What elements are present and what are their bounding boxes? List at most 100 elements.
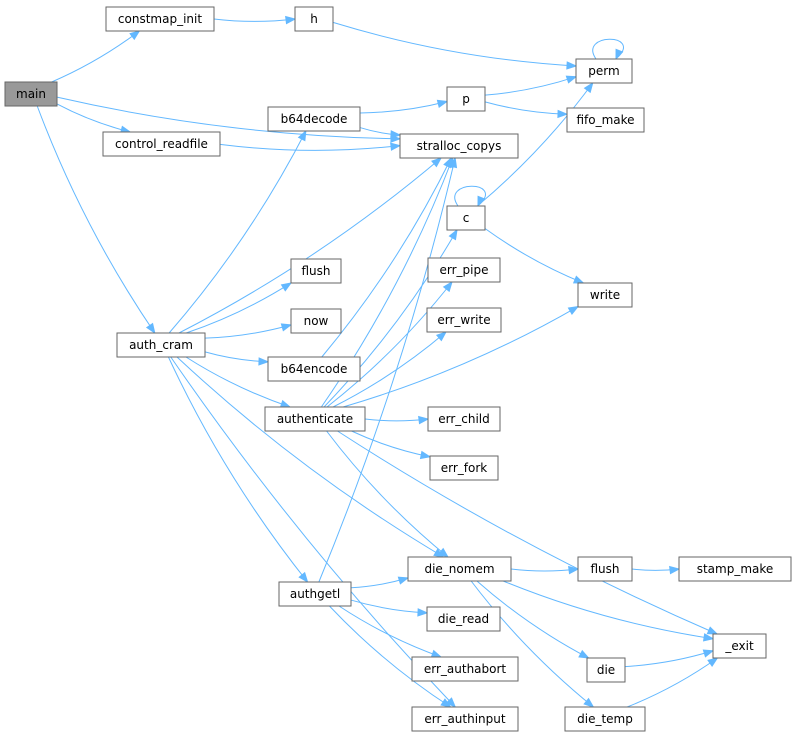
edge-main-to-constmap_init-arrowhead <box>129 30 141 41</box>
edge-b64decode-to-p-arrowhead <box>436 99 449 108</box>
node-box-err_fork[interactable] <box>429 455 499 481</box>
node-box-die_temp[interactable] <box>564 706 646 732</box>
edge-c-to-write-arrowhead <box>572 275 585 284</box>
node-box-auth_cram[interactable] <box>116 332 206 358</box>
edge-auth_cram-to-err_authinput-arrowhead <box>445 697 457 708</box>
node-box-fifo_make[interactable] <box>566 107 645 133</box>
node-box-err_child[interactable] <box>427 406 501 432</box>
node-constmap_init[interactable]: constmap_init <box>105 6 215 32</box>
node-box-perm[interactable] <box>575 58 633 84</box>
node-box-err_authabort[interactable] <box>411 656 519 682</box>
node-label-err_child: err_child <box>438 412 490 426</box>
node-flush1[interactable]: flush <box>290 258 342 284</box>
node-c[interactable]: c <box>446 205 486 231</box>
node-box-b64decode[interactable] <box>267 106 361 132</box>
node-box-err_write[interactable] <box>426 307 502 333</box>
node-label-h: h <box>310 12 318 26</box>
node-die_temp[interactable]: die_temp <box>564 706 646 732</box>
node-control_readfile[interactable]: control_readfile <box>102 131 221 157</box>
node-err_fork[interactable]: err_fork <box>429 455 499 481</box>
edge-auth_cram-to-stralloc_copys <box>178 157 442 334</box>
node-box-die_nomem[interactable] <box>407 556 512 582</box>
node-main[interactable]: main <box>4 81 58 107</box>
node-box-flush2[interactable] <box>577 556 633 582</box>
node-label-control_readfile: control_readfile <box>115 137 208 151</box>
node-auth_cram[interactable]: auth_cram <box>116 332 206 358</box>
node-err_authabort[interactable]: err_authabort <box>411 656 519 682</box>
edge-c-to-perm <box>476 82 594 207</box>
node-label-flush2: flush <box>590 562 619 576</box>
node-err_write[interactable]: err_write <box>426 307 502 333</box>
node-fifo_make[interactable]: fifo_make <box>566 107 645 133</box>
node-die_read[interactable]: die_read <box>426 606 501 632</box>
node-box-p[interactable] <box>446 86 486 112</box>
node-box-write[interactable] <box>577 282 633 308</box>
node-_exit[interactable]: _exit <box>712 633 767 659</box>
node-stamp_make[interactable]: stamp_make <box>678 556 792 582</box>
edge-p-to-fifo_make-arrowhead <box>557 109 569 119</box>
node-flush2[interactable]: flush <box>577 556 633 582</box>
node-label-flush1: flush <box>301 264 330 278</box>
node-label-die_nomem: die_nomem <box>424 562 494 576</box>
node-err_authinput[interactable]: err_authinput <box>411 706 519 732</box>
node-box-err_pipe[interactable] <box>427 257 501 283</box>
edge-perm-to-perm-arrowhead <box>615 48 624 61</box>
node-box-constmap_init[interactable] <box>105 6 215 32</box>
edge-auth_cram-to-b64decode <box>168 130 307 334</box>
node-box-b64encode[interactable] <box>267 356 361 382</box>
node-b64decode[interactable]: b64decode <box>267 106 361 132</box>
edge-authenticate-to-write-arrowhead <box>567 305 580 315</box>
node-die_nomem[interactable]: die_nomem <box>407 556 512 582</box>
edge-authenticate-to-err_write-arrowhead <box>435 331 447 342</box>
node-stralloc_copys[interactable]: stralloc_copys <box>399 133 519 159</box>
node-authgetl[interactable]: authgetl <box>278 581 352 607</box>
edge-authgetl-to-stralloc_copys-arrowhead <box>448 156 458 169</box>
edge-main-to-stralloc_copys <box>56 96 401 140</box>
node-box-_exit[interactable] <box>712 633 767 659</box>
edge-authgetl-to-die_nomem-arrowhead <box>397 576 410 585</box>
node-label-b64decode: b64decode <box>281 112 348 126</box>
node-box-main[interactable] <box>4 81 58 107</box>
node-label-err_write: err_write <box>437 313 490 327</box>
edge-authenticate-to-c <box>323 229 458 408</box>
node-now[interactable]: now <box>290 308 342 334</box>
node-box-h[interactable] <box>294 6 334 32</box>
node-die[interactable]: die <box>586 657 626 683</box>
node-p[interactable]: p <box>446 86 486 112</box>
edge-authgetl-to-err_authabort-arrowhead <box>430 649 443 658</box>
edge-die_nomem-to-die-arrowhead <box>578 649 590 659</box>
node-box-c[interactable] <box>446 205 486 231</box>
node-write[interactable]: write <box>577 282 633 308</box>
edge-authenticate-to-_exit-arrowhead <box>706 626 719 635</box>
node-h[interactable]: h <box>294 6 334 32</box>
node-label-die: die <box>597 663 615 677</box>
node-label-_exit: _exit <box>724 639 754 653</box>
edge-flush2-to-stamp_make-arrowhead <box>669 565 681 575</box>
edge-die_nomem-to-die <box>476 580 589 659</box>
node-box-authgetl[interactable] <box>278 581 352 607</box>
node-box-die_read[interactable] <box>426 606 501 632</box>
edge-main-to-constmap_init <box>51 30 140 83</box>
node-box-stamp_make[interactable] <box>678 556 792 582</box>
edge-authgetl-to-err_authinput <box>329 605 451 708</box>
node-authenticate[interactable]: authenticate <box>264 406 366 432</box>
node-b64encode[interactable]: b64encode <box>267 356 361 382</box>
node-box-now[interactable] <box>290 308 342 334</box>
node-box-stralloc_copys[interactable] <box>399 133 519 159</box>
node-box-err_authinput[interactable] <box>411 706 519 732</box>
node-box-control_readfile[interactable] <box>102 131 221 157</box>
node-box-die[interactable] <box>586 657 626 683</box>
edge-authenticate-to-_exit <box>337 430 718 635</box>
node-label-p: p <box>462 92 470 106</box>
edges-layer <box>36 15 719 708</box>
node-box-authenticate[interactable] <box>264 406 366 432</box>
node-perm[interactable]: perm <box>575 58 633 84</box>
node-label-perm: perm <box>588 64 619 78</box>
edge-main-to-control_readfile <box>56 103 131 133</box>
node-err_pipe[interactable]: err_pipe <box>427 257 501 283</box>
node-label-err_pipe: err_pipe <box>440 263 489 277</box>
edge-p-to-perm <box>484 76 577 96</box>
node-label-fifo_make: fifo_make <box>576 113 634 127</box>
node-err_child[interactable]: err_child <box>427 406 501 432</box>
node-box-flush1[interactable] <box>290 258 342 284</box>
